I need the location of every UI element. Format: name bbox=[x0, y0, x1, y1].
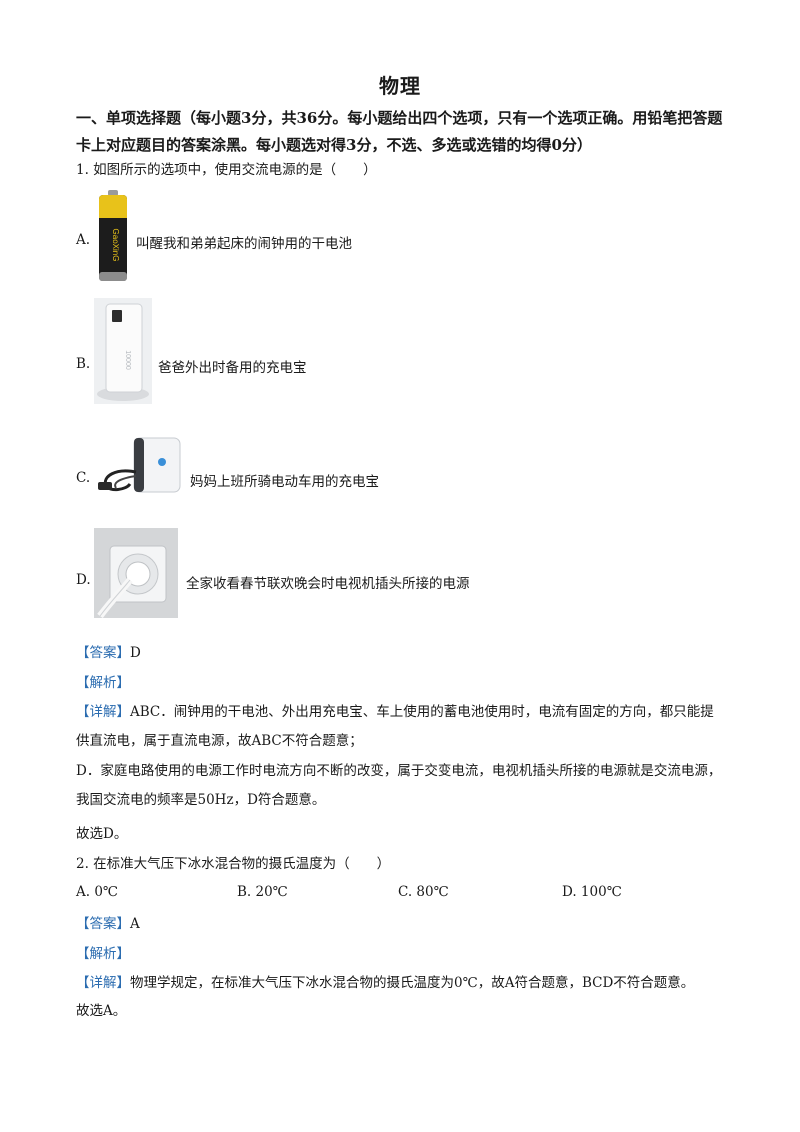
option-b-letter: B. bbox=[76, 356, 91, 372]
section-heading: 一、单项选择题（每小题3分，共36分。每小题给出四个选项，只有一个选项正确。用铅… bbox=[76, 109, 723, 154]
q2-choice-a: A. 0℃ bbox=[76, 884, 119, 900]
wall-socket-image bbox=[94, 528, 178, 619]
ebike-charger-image bbox=[96, 432, 182, 496]
q2-answer-tag: 【答案】 bbox=[76, 916, 130, 932]
q1-detail-1: 【详解】ABC．闹钟用的干电池、外出用充电宝、车上使用的蓄电池使用时，电流有固定… bbox=[76, 698, 726, 756]
option-c-text: 妈妈上班所骑电动车用的充电宝 bbox=[190, 474, 379, 490]
battery-brand-label: GaoXinG bbox=[111, 229, 120, 262]
powerbank-capacity-label: 10000 bbox=[124, 350, 131, 370]
q1-stem: 1. 如图所示的选项中，使用交流电源的是（ ） bbox=[76, 162, 377, 178]
option-a-letter: A. bbox=[76, 232, 91, 248]
q1-detail-2: D．家庭电路使用的电源工作时电流方向不断的改变，属于交变电流，电视机插头所接的电… bbox=[76, 763, 722, 808]
q1-answer-line: 【答案】D bbox=[76, 643, 141, 663]
q2-conclusion: 故选A。 bbox=[76, 1003, 127, 1019]
option-d-letter: D. bbox=[76, 572, 91, 588]
q2-detail-tag: 【详解】 bbox=[76, 975, 130, 991]
option-d-text: 全家收看春节联欢晚会时电视机插头所接的电源 bbox=[186, 576, 470, 592]
option-b-text: 爸爸外出时备用的充电宝 bbox=[158, 360, 307, 376]
q2-answer: A bbox=[130, 916, 140, 932]
option-a-text: 叫醒我和弟弟起床的闹钟用的干电池 bbox=[136, 236, 352, 252]
page-title: 物理 bbox=[379, 74, 421, 98]
q1-analysis-tag: 【解析】 bbox=[76, 675, 130, 691]
q2-answer-line: 【答案】A bbox=[76, 914, 140, 934]
q2-detail: 【详解】物理学规定，在标准大气压下冰水混合物的摄氏温度为0℃，故A符合题意，BC… bbox=[76, 973, 694, 993]
q2-choice-d: D. 100℃ bbox=[562, 884, 622, 900]
q1-answer: D bbox=[130, 645, 141, 661]
q1-detail-1-text: ABC．闹钟用的干电池、外出用充电宝、车上使用的蓄电池使用时，电流有固定的方向，… bbox=[76, 704, 714, 749]
q2-choice-b: B. 20℃ bbox=[237, 884, 288, 900]
q2-stem: 2. 在标准大气压下冰水混合物的摄氏温度为（ ） bbox=[76, 856, 391, 872]
q1-conclusion: 故选D。 bbox=[76, 826, 128, 842]
q1-answer-tag: 【答案】 bbox=[76, 645, 130, 661]
powerbank-image: 10000 bbox=[94, 298, 152, 404]
option-c-letter: C. bbox=[76, 470, 91, 486]
q2-analysis-tag: 【解析】 bbox=[76, 946, 130, 962]
q2-detail-text: 物理学规定，在标准大气压下冰水混合物的摄氏温度为0℃，故A符合题意，BCD不符合… bbox=[130, 975, 695, 991]
q1-detail-tag: 【详解】 bbox=[76, 704, 130, 720]
q2-choice-c: C. 80℃ bbox=[398, 884, 449, 900]
battery-image: GaoXinG bbox=[96, 190, 130, 284]
